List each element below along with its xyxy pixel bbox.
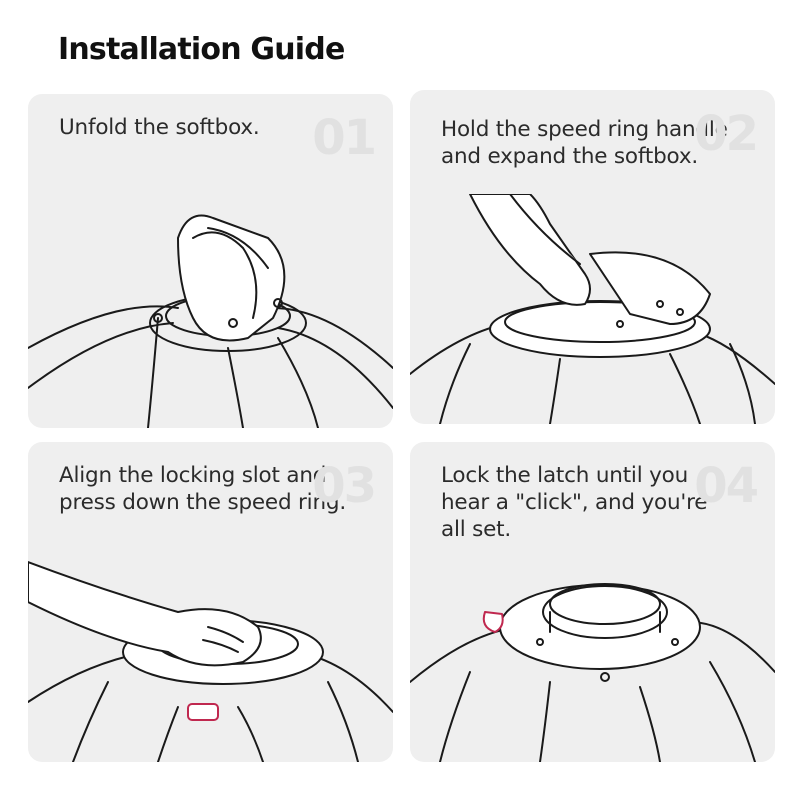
expand-softbox-illustration — [410, 194, 775, 424]
page-title: Installation Guide — [58, 32, 345, 67]
step-card-3: Align the locking slot and press down th… — [28, 442, 393, 762]
lock-latch-illustration — [410, 583, 775, 762]
step-4-text: Lock the latch until you hear a "click",… — [441, 463, 708, 542]
step-3-number: 03 — [312, 458, 377, 514]
step-card-2: Hold the speed ring handle and expand th… — [410, 90, 775, 424]
step-1-number: 01 — [312, 110, 377, 166]
unfold-softbox-illustration — [28, 214, 393, 428]
step-card-4: Lock the latch until you hear a "click",… — [410, 442, 775, 762]
step-4-number: 04 — [694, 458, 759, 514]
step-2-text: Hold the speed ring handle and expand th… — [441, 117, 728, 169]
step-2-number: 02 — [694, 106, 759, 162]
step-1-text: Unfold the softbox. — [59, 115, 260, 140]
step-3-text: Align the locking slot and press down th… — [59, 463, 346, 515]
step-card-1: Unfold the softbox. 01 — [28, 94, 393, 428]
align-speed-ring-illustration — [28, 561, 393, 762]
